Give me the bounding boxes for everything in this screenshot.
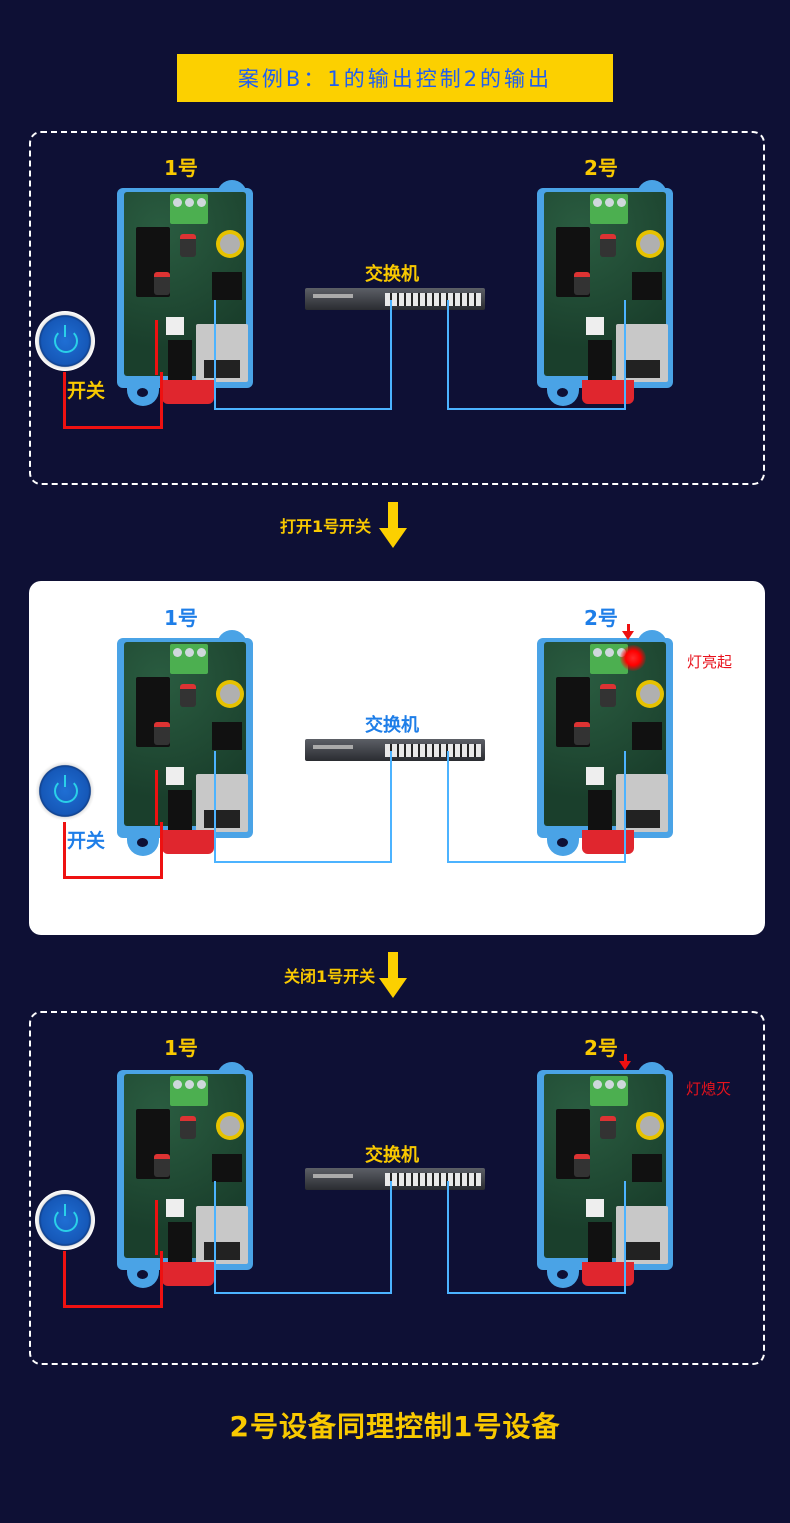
device-1-label: 1号 <box>164 606 198 630</box>
ethernet-cable-1 <box>214 300 392 410</box>
red-arrow-icon <box>622 624 634 640</box>
network-switch-label: 交换机 <box>365 1145 419 1166</box>
panel-initial-state <box>29 131 765 485</box>
red-wire <box>63 372 163 429</box>
device-2-board <box>537 180 677 410</box>
device-1-label: 1号 <box>164 1036 198 1060</box>
network-switch-label: 交换机 <box>365 264 419 285</box>
step-turn-off-switch: 关闭1号开关 <box>284 952 408 998</box>
red-wire <box>63 822 163 879</box>
device-1-board <box>117 180 257 410</box>
panel-switch-off-state <box>29 1011 765 1365</box>
led-on-indicator <box>620 645 646 671</box>
step-turn-on-switch: 打开1号开关 <box>280 502 408 548</box>
red-wire <box>63 1251 163 1308</box>
network-switch-icon <box>305 1168 485 1192</box>
red-arrow-icon <box>619 1054 631 1070</box>
arrow-down-icon <box>379 952 408 998</box>
power-switch-label: 开关 <box>67 830 106 852</box>
network-switch-label: 交换机 <box>365 715 419 736</box>
ethernet-cable-1 <box>214 751 392 863</box>
arrow-down-icon <box>379 502 408 548</box>
ethernet-cable-1 <box>214 1181 392 1294</box>
led-status-label: 灯亮起 <box>687 653 733 671</box>
device-2-board <box>537 1062 677 1292</box>
step-label: 关闭1号开关 <box>284 967 376 986</box>
network-switch-icon <box>305 739 485 763</box>
device-2-label: 2号 <box>584 156 618 180</box>
network-switch-icon <box>305 288 485 312</box>
red-wire <box>155 770 158 825</box>
device-1-board <box>117 1062 257 1292</box>
device-2-label: 2号 <box>584 606 618 630</box>
device-1-label: 1号 <box>164 156 198 180</box>
device-2-label: 2号 <box>584 1036 618 1060</box>
step-label: 打开1号开关 <box>280 517 372 536</box>
red-wire <box>155 1200 158 1255</box>
power-switch-label: 开关 <box>67 380 106 402</box>
device-1-board <box>117 630 257 860</box>
footer-caption: 2号设备同理控制1号设备 <box>229 1410 561 1443</box>
ethernet-cable-2 <box>447 300 626 410</box>
ethernet-cable-2 <box>447 751 626 863</box>
power-button-icon[interactable] <box>35 1190 95 1250</box>
ethernet-cable-2 <box>447 1181 626 1294</box>
red-wire <box>155 320 158 375</box>
title-banner: 案例B：1的输出控制2的输出 <box>177 54 613 102</box>
led-status-label: 灯熄灭 <box>686 1080 732 1098</box>
power-button-icon[interactable] <box>35 311 95 371</box>
device-2-board <box>537 630 677 860</box>
power-button-icon[interactable] <box>35 761 95 821</box>
